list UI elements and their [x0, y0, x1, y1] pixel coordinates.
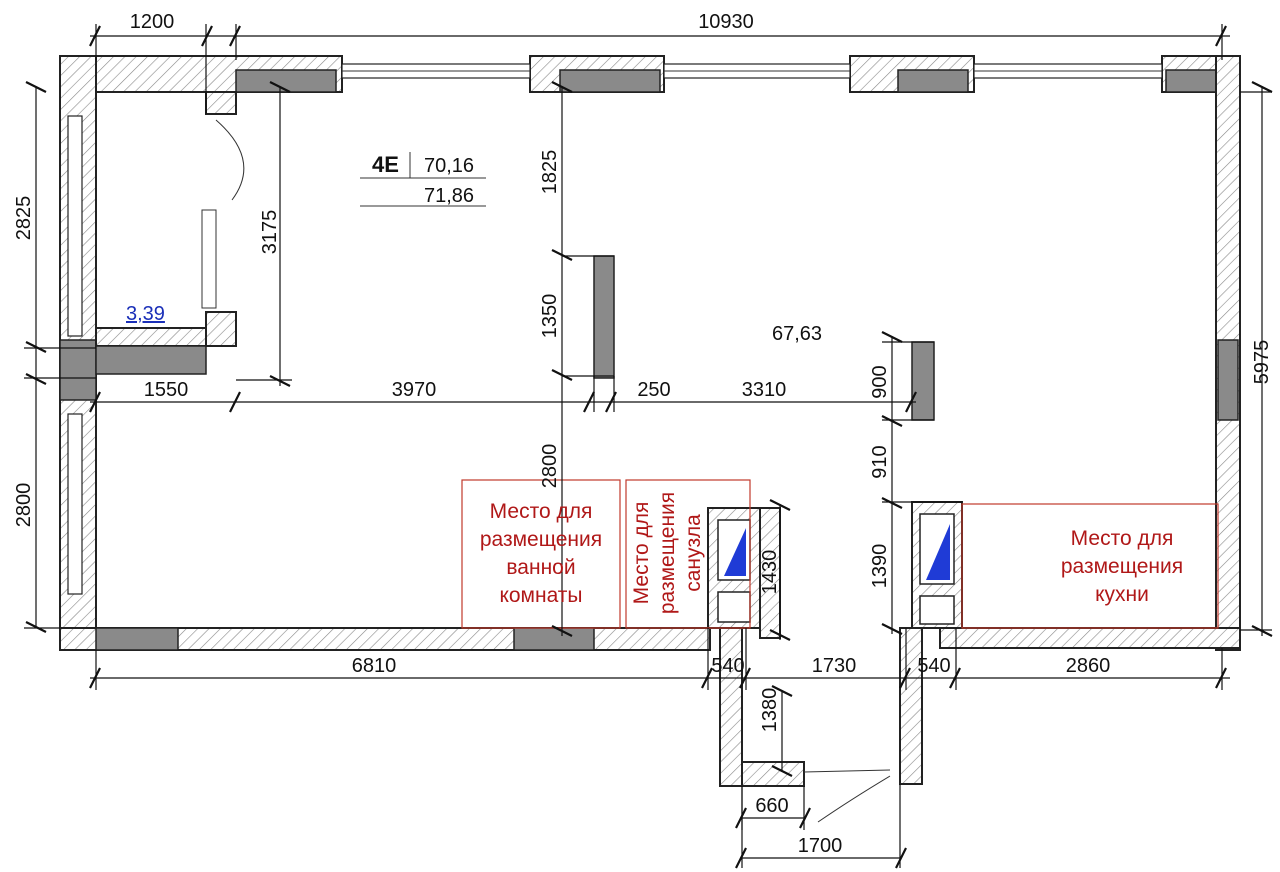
- storage-door-swing: [215, 119, 245, 201]
- zone-toilet-line-2: размещения: [656, 492, 679, 614]
- dim-corridor-1700: 1700: [798, 835, 843, 857]
- unit-code: 4Е: [372, 152, 399, 177]
- dimension-lines: [24, 24, 1273, 869]
- walls: [59, 55, 1241, 823]
- zone-bathroom-line-3: ванной: [506, 556, 575, 579]
- window-left-2: [67, 413, 83, 595]
- window-left-1: [67, 115, 83, 337]
- zone-bathroom-label: Место для размещения ванной комнаты: [480, 500, 602, 607]
- room-area-main: 67,63: [772, 323, 822, 345]
- dim-mid-1550: 1550: [144, 379, 189, 401]
- zone-toilet-line-3: санузла: [682, 514, 705, 592]
- zone-bathroom-line-2: размещения: [480, 528, 602, 551]
- dim-right-900: 900: [869, 365, 891, 398]
- zone-bathroom-line-1: Место для: [490, 500, 593, 523]
- dim-right-910: 910: [869, 445, 891, 478]
- room-area-storage: 3,39: [126, 303, 165, 325]
- dim-left-upper: 2825: [13, 196, 35, 241]
- column-top-3: [897, 69, 969, 93]
- zone-box-toilet: [625, 479, 751, 629]
- dim-mid-3310: 3310: [742, 379, 787, 401]
- column-bottom-1: [95, 627, 179, 651]
- dim-bottom-6810: 6810: [352, 655, 397, 677]
- unit-area-total: 71,86: [424, 185, 474, 207]
- dim-bottom-1730: 1730: [812, 655, 857, 677]
- column-top-1: [235, 69, 337, 93]
- zone-kitchen-label: Место для размещения кухни: [1061, 527, 1183, 606]
- zone-kitchen-line-3: кухни: [1095, 583, 1149, 606]
- wall-corridor-left: [719, 627, 743, 787]
- partition-center: [593, 255, 615, 379]
- wall-storage-top-stub: [205, 91, 237, 115]
- dim-mid-3970: 3970: [392, 379, 437, 401]
- zone-kitchen-line-2: размещения: [1061, 555, 1183, 578]
- zone-box-bathroom: [461, 479, 621, 629]
- dim-left-lower: 2800: [13, 483, 35, 528]
- shaft-right-lower: [919, 595, 955, 625]
- unit-label: 4Е 70,16 71,86: [360, 152, 486, 207]
- dimension-labels: 1200 10930 2825 2800 3175 1825 1350 2800…: [13, 11, 1273, 857]
- wall-corridor-right: [899, 627, 923, 785]
- wall-bottom-right: [939, 627, 1241, 649]
- entrance-door-swing: [817, 775, 891, 823]
- dim-center-2800: 2800: [539, 444, 561, 489]
- shaft-left-lower: [717, 591, 751, 623]
- dim-partition-top: 1825: [539, 150, 561, 195]
- dim-top-overall: 10930: [698, 11, 754, 33]
- wall-storage-solid: [95, 345, 207, 375]
- entrance-door-leaf: [803, 769, 891, 773]
- dim-storage-height: 3175: [259, 210, 281, 255]
- zone-kitchen-line-1: Место для: [1071, 527, 1174, 550]
- dim-mid-250: 250: [637, 379, 670, 401]
- wall-storage-side: [205, 311, 237, 347]
- dim-right-overall: 5975: [1251, 340, 1273, 385]
- dim-bottom-540a: 540: [711, 655, 744, 677]
- dim-bottom-540b: 540: [917, 655, 950, 677]
- zone-toilet-line-1: Место для: [630, 502, 653, 605]
- dim-shaft-1430: 1430: [759, 550, 781, 595]
- dim-right-1390: 1390: [869, 544, 891, 589]
- unit-area-primary: 70,16: [424, 155, 474, 177]
- zone-boxes: [461, 479, 1219, 629]
- storage-door-leaf: [201, 209, 217, 309]
- zone-box-kitchen: [961, 503, 1219, 629]
- dim-top-left: 1200: [130, 11, 175, 33]
- partition-right: [911, 341, 935, 421]
- zone-toilet-label: Место для размещения санузла: [630, 492, 705, 614]
- zone-bathroom-line-4: комнаты: [499, 584, 582, 607]
- column-right: [1217, 339, 1239, 421]
- dim-bottom-2860: 2860: [1066, 655, 1111, 677]
- column-left: [59, 339, 97, 401]
- shaft-right-riser: [926, 524, 950, 580]
- column-top-4: [1165, 69, 1217, 93]
- dim-partition-len: 1350: [539, 294, 561, 339]
- column-bottom-2: [513, 627, 595, 651]
- dim-corridor-1380: 1380: [759, 688, 781, 733]
- column-top-2: [559, 69, 661, 93]
- dim-corridor-660: 660: [755, 795, 788, 817]
- shaft-left-riser: [724, 528, 746, 576]
